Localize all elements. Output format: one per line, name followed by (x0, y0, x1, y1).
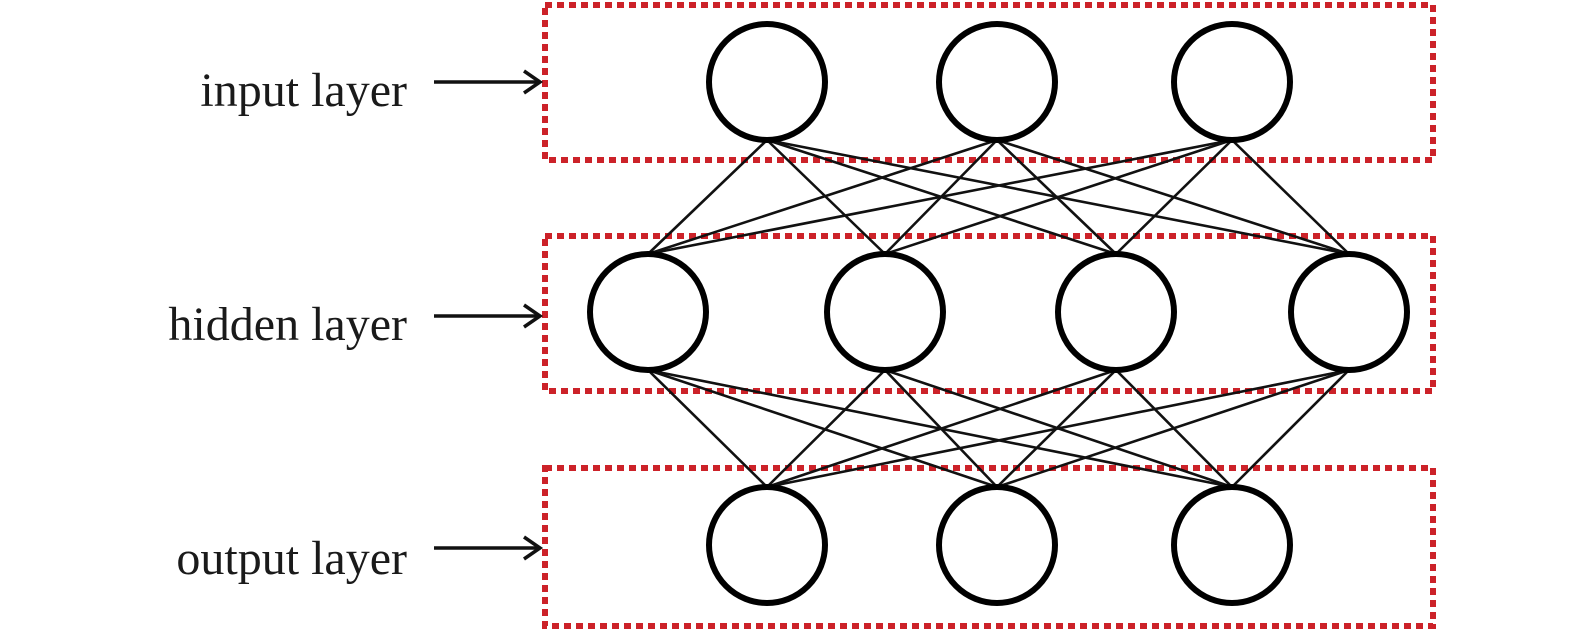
input-layer-label: input layer (200, 64, 407, 117)
hidden-node-1 (587, 251, 709, 373)
output-layer-box (542, 465, 1436, 629)
input-node-2 (936, 21, 1058, 143)
hidden-node-3 (1055, 251, 1177, 373)
edge-hidden-4-to-output-3 (1231, 369, 1350, 488)
edge-hidden-1-to-output-1 (647, 369, 768, 488)
edge-input-3-to-hidden-4 (1231, 139, 1350, 255)
hidden-layer-label: hidden layer (168, 298, 407, 351)
edge-hidden-3-to-output-1 (766, 368, 1117, 489)
hidden-node-2 (824, 251, 946, 373)
edge-hidden-4-to-output-1 (766, 368, 1350, 489)
hidden-arrow (434, 303, 544, 329)
edge-input-2-to-hidden-1 (647, 138, 998, 256)
output-node-2 (936, 484, 1058, 606)
edge-input-3-to-hidden-2 (884, 138, 1233, 256)
edge-hidden-2-to-output-1 (766, 369, 886, 488)
output-layer-label: output layer (176, 532, 407, 585)
neurons (587, 21, 1410, 606)
edge-input-1-to-hidden-1 (647, 139, 768, 255)
output-node-1 (706, 484, 828, 606)
label-arrows (434, 69, 544, 561)
input-arrow (434, 69, 544, 95)
edge-hidden-4-to-output-2 (996, 368, 1350, 489)
hidden-layer-box (542, 233, 1436, 394)
edge-input-3-to-hidden-1 (647, 138, 1233, 256)
input-layer-box (542, 2, 1436, 163)
input-node-1 (706, 21, 828, 143)
hidden-node-4 (1288, 251, 1410, 373)
output-node-3 (1171, 484, 1293, 606)
layer-boxes (542, 2, 1436, 629)
edge-input-3-to-hidden-3 (1115, 139, 1233, 255)
input-node-3 (1171, 21, 1293, 143)
edge-hidden-1-to-output-2 (647, 368, 998, 489)
connections (647, 138, 1350, 489)
output-arrow (434, 535, 544, 561)
